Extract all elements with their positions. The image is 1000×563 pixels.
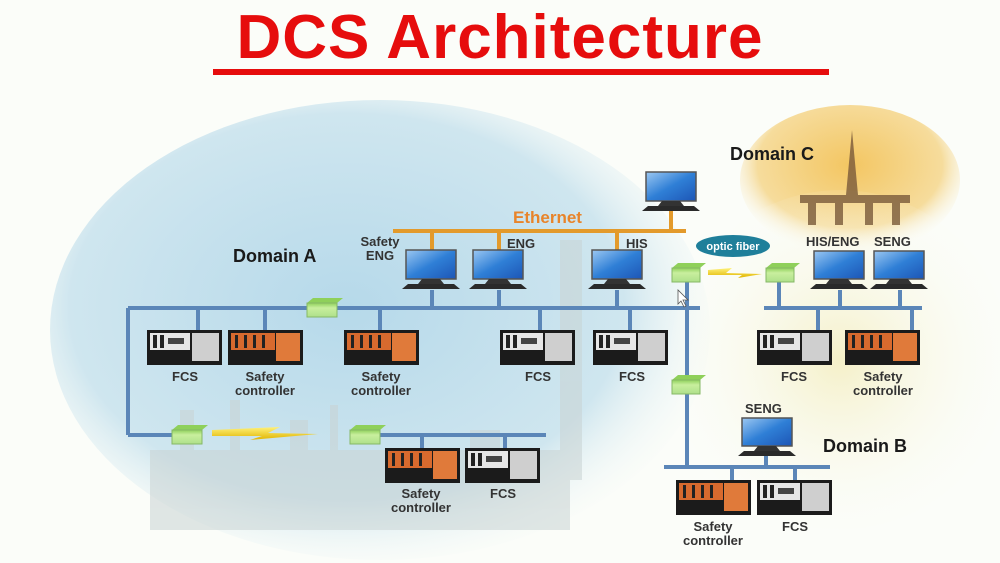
domain-a-label: Domain A: [233, 246, 316, 266]
workstation-monitor-icon: [810, 250, 868, 289]
safety-controller-icon: [385, 448, 460, 483]
oil-rig-icon: [800, 130, 910, 225]
safety-controller-icon: [228, 330, 303, 365]
fcs-label: FCS: [490, 486, 516, 501]
title-underline: [213, 69, 829, 75]
page-title: DCS Architecture: [236, 3, 764, 72]
optic-fiber-label: optic fiber: [706, 241, 760, 253]
optic-fiber-badge: [696, 235, 770, 257]
workstation-monitor-icon: [642, 171, 700, 211]
safety-controller-label-line1: Safety: [401, 486, 441, 501]
fcs-controller-icon: [465, 448, 540, 483]
his-eng-label: HIS/ENG: [806, 234, 859, 249]
control-bus-domain-b: [664, 455, 830, 480]
fcs-label: FCS: [782, 519, 808, 534]
network-switch: [306, 298, 343, 318]
safety-eng-label-line1: Safety: [360, 234, 400, 249]
safety-controller-label-line2: controller: [853, 383, 913, 398]
fcs-label: FCS: [172, 369, 198, 384]
network-switch: [171, 425, 208, 445]
fcs-controller-icon: [757, 480, 832, 515]
refinery-silhouette: [150, 240, 582, 530]
seng-domain-c-label: SENG: [874, 234, 911, 249]
safety-controller-label-line2: controller: [235, 383, 295, 398]
ethernet-label: Ethernet: [513, 208, 582, 227]
fcs-controller-icon: [593, 330, 668, 365]
network-switch: [671, 375, 706, 395]
safety-controller-label-line1: Safety: [863, 369, 903, 384]
workstation-monitor-icon: [588, 249, 646, 289]
network-switch: [765, 263, 800, 283]
safety-controller-label-line2: controller: [391, 500, 451, 515]
fcs-controller-icon: [757, 330, 832, 365]
safety-controller-label-line1: Safety: [693, 519, 733, 534]
mouse-cursor-icon: [677, 289, 689, 308]
domain-b-label: Domain B: [823, 436, 907, 456]
fcs-controller-icon: [147, 330, 222, 365]
network-switch: [349, 425, 386, 445]
network-switch: [671, 263, 706, 283]
safety-controller-label-line1: Safety: [245, 369, 285, 384]
fcs-controller-icon: [500, 330, 575, 365]
safety-eng-label-line2: ENG: [366, 248, 394, 263]
safety-controller-label-line2: controller: [351, 383, 411, 398]
fcs-label: FCS: [781, 369, 807, 384]
safety-controller-label-line2: controller: [683, 533, 743, 548]
workstation-monitor-icon: [469, 249, 527, 289]
workstation-monitor-icon: [738, 417, 796, 456]
seng-domain-b-label: SENG: [745, 401, 782, 416]
safety-controller-label-line1: Safety: [361, 369, 401, 384]
fcs-label: FCS: [619, 369, 645, 384]
domain-c-label: Domain C: [730, 144, 814, 164]
eng-label: ENG: [507, 236, 535, 251]
control-bus-domain-a: [126, 278, 700, 465]
wireless-link-bolt-icon: [708, 268, 762, 278]
workstation-monitor-icon: [402, 249, 460, 289]
control-bus-domain-c: [764, 278, 922, 330]
safety-controller-icon: [845, 330, 920, 365]
wireless-link-bolt-icon: [212, 427, 318, 440]
fcs-label: FCS: [525, 369, 551, 384]
workstation-monitor-icon: [870, 250, 928, 289]
his-label: HIS: [626, 236, 648, 251]
safety-controller-icon: [676, 480, 751, 515]
safety-controller-icon: [344, 330, 419, 365]
